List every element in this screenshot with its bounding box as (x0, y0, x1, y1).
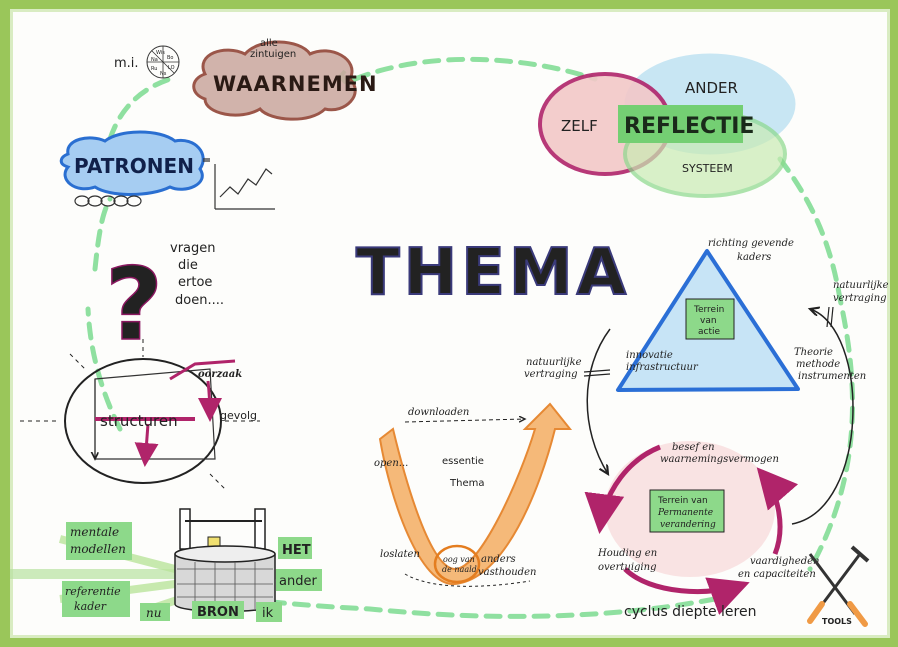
richting-1: richting gevende (708, 238, 794, 249)
referentie-kader-2: kader (74, 600, 107, 613)
mentale-modellen-1: mentale (70, 525, 119, 539)
gevolg-arrow (197, 380, 222, 422)
ik-label: ik (262, 606, 274, 621)
terrein-actie-3: actie (698, 327, 720, 337)
vragen-text-4: doen.... (175, 293, 224, 308)
vaardig-1: vaardigheden (750, 556, 819, 567)
open-label: open... (374, 458, 408, 469)
natuurlijke-left-2: vertraging (524, 369, 578, 380)
tools-label: TOOLS (822, 617, 852, 626)
mind-map-canvas: WAARNEMEN alle zintuigen m.i. Wis Na Bo … (10, 38, 889, 627)
systeem-label: SYSTEEM (682, 162, 733, 175)
tools-icon (807, 545, 870, 627)
innovatie-2: infrastructuur (626, 362, 699, 373)
theorie-3: instrumenten (798, 371, 866, 382)
gevolg-label: gevolg (220, 409, 257, 422)
u-shape-group: downloaden open... essentie Thema loslat… (374, 402, 573, 587)
besef-1: besef en (672, 442, 715, 453)
oorzaak-arrow (169, 359, 236, 381)
cyclus-group: Terrein van Permanente verandering besef… (584, 441, 870, 627)
patronen-group: PATRONEN (59, 130, 275, 210)
anders-1: anders (481, 554, 516, 565)
het-label: HET (282, 543, 311, 558)
vaardig-2: en capaciteiten (738, 569, 816, 580)
bron-label: BRON (197, 605, 239, 620)
thema-small-label: Thema (449, 478, 484, 489)
terrein-actie-1: Terrein (693, 305, 724, 315)
thema-title: THEMA (356, 236, 630, 310)
patronen-label: PATRONEN (74, 154, 194, 178)
vragen-text-2: die (178, 258, 198, 273)
triangle-group: Terrein van actie richting gevende kader… (524, 238, 889, 525)
anders-2: vasthouden (478, 567, 536, 578)
mentale-modellen-2: modellen (70, 542, 126, 556)
ander-refl-label: ANDER (685, 79, 738, 97)
sense-label: Bo (167, 55, 174, 61)
loslaten-label: loslaten (380, 549, 420, 560)
vragen-text-3: ertoe (178, 275, 212, 290)
sense-label: Wis (156, 50, 165, 56)
reflectie-label: REFLECTIE (624, 114, 754, 139)
mi-label: m.i. (114, 56, 139, 71)
vragen-text-1: vragen (170, 241, 216, 256)
houding-1: Houding en (597, 548, 657, 559)
theorie-2: methode (796, 359, 840, 370)
oorzaak-label: oorzaak (198, 369, 242, 380)
sense-label: LO (168, 65, 175, 71)
sense-label: Ns (160, 71, 167, 77)
well-icon (174, 508, 276, 613)
natuurlijke-right-1: natuurlijke (833, 280, 889, 291)
downloaden-label: downloaden (408, 407, 469, 418)
patronen-cloud (59, 130, 205, 196)
besef-2: waarnemingsvermogen (660, 454, 779, 465)
sense-label: Na (151, 57, 158, 63)
natuurlijke-left-1: natuurlijke (526, 357, 582, 368)
dashed-cycle-path (85, 56, 855, 619)
nu-label: nu (146, 606, 161, 620)
structuren-group: structuren oorzaak gevolg (20, 339, 260, 490)
waarnemen-note-1: alle (260, 38, 278, 49)
terrein-verandering-3: verandering (660, 520, 716, 530)
terrein-actie-2: van (700, 316, 717, 326)
terrein-verandering-2: Permanente (657, 508, 713, 518)
mind-map-sheet: WAARNEMEN alle zintuigen m.i. Wis Na Bo … (10, 9, 890, 638)
bron-well-group: BRON mentale modellen referentie kader n… (10, 508, 322, 622)
beads-row (74, 195, 142, 207)
essentie-label: essentie (442, 456, 484, 467)
oog-2: de naald (442, 565, 477, 574)
ander-label: ander (279, 574, 317, 589)
innovatie-1: innovatie (626, 350, 673, 361)
richting-2: kaders (737, 252, 771, 263)
referentie-kader-1: referentie (65, 585, 121, 598)
structuren-label: structuren (100, 412, 178, 430)
sense-label: Ru (151, 66, 157, 72)
senses-wheel-icon: Wis Na Bo Ru Ns LO (146, 45, 180, 79)
vragen-group: ? vragen die ertoe doen.... (104, 241, 224, 364)
natuurlijke-right-2: vertraging (833, 293, 887, 304)
waarnemen-label: WAARNEMEN (213, 72, 378, 96)
houding-2: overtuiging (598, 562, 656, 573)
oog-1: oog van (443, 555, 475, 564)
reflectie-group: REFLECTIE ZELF ANDER SYSTEEM (538, 53, 796, 198)
oog-van-de-naald-circle (433, 544, 481, 584)
cyclus-title: cyclus diepte leren (624, 604, 756, 620)
terrein-verandering-1: Terrein van (657, 496, 708, 506)
zelf-label: ZELF (561, 117, 598, 135)
question-mark-icon: ? (105, 246, 163, 363)
theorie-1: Theorie (794, 347, 833, 358)
trend-graph-icon (203, 158, 275, 210)
waarnemen-note-2: zintuigen (250, 49, 296, 60)
waarnemen-cloud (192, 40, 357, 121)
waarnemen-group: WAARNEMEN alle zintuigen m.i. Wis Na Bo … (114, 38, 378, 121)
